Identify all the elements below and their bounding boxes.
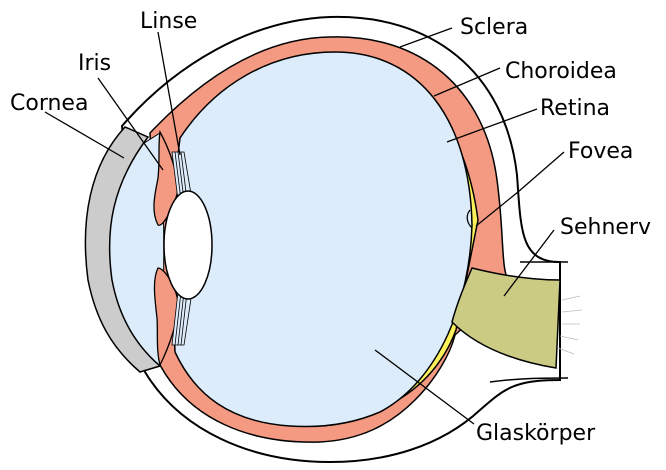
- optic-nerve-fibers: [558, 296, 582, 354]
- label-linse: Linse: [140, 9, 197, 34]
- label-glaskoerper: Glaskörper: [476, 421, 596, 446]
- label-retina: Retina: [540, 96, 610, 121]
- vitreous-body: [173, 52, 472, 427]
- label-iris: Iris: [78, 51, 111, 76]
- leader-cornea: [45, 112, 124, 158]
- label-sehnerv: Sehnerv: [560, 215, 651, 240]
- label-cornea: Cornea: [10, 91, 88, 116]
- label-fovea: Fovea: [568, 139, 633, 164]
- label-sclera: Sclera: [460, 15, 528, 40]
- lens: [164, 191, 212, 299]
- label-choroidea: Choroidea: [505, 59, 617, 84]
